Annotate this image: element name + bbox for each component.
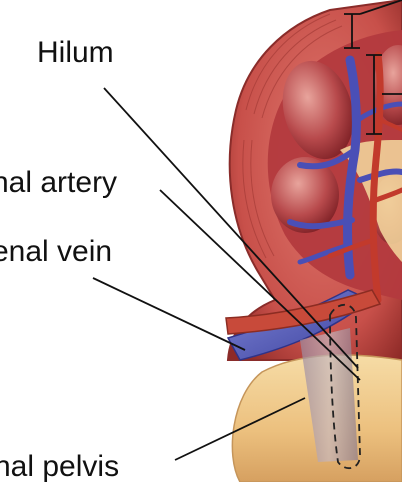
renal-pyramid-upper xyxy=(282,60,354,160)
thickness-markers xyxy=(344,0,402,135)
leader-lines xyxy=(92,87,361,461)
renal-pyramid-middle xyxy=(271,157,339,233)
renal-artery-branches xyxy=(327,51,402,304)
renal-artery-leader-line xyxy=(159,189,361,381)
renal-vein-label: enal vein xyxy=(0,235,113,268)
renal-artery-label: nal artery xyxy=(0,166,118,199)
hilum-label: Hilum xyxy=(37,36,114,69)
renal-pelvis-leader-line xyxy=(174,397,306,461)
hilum-leader-line xyxy=(103,87,359,369)
renal-pelvis-label: nal pelvis xyxy=(0,450,120,483)
renal-vein-branches xyxy=(287,55,402,280)
renal-vein-leader-line xyxy=(92,277,246,351)
hilum-dashed-outline xyxy=(329,303,361,470)
renal-artery-trunk xyxy=(225,289,382,335)
ureter-tube xyxy=(300,328,358,462)
cortex-striations xyxy=(242,13,343,259)
